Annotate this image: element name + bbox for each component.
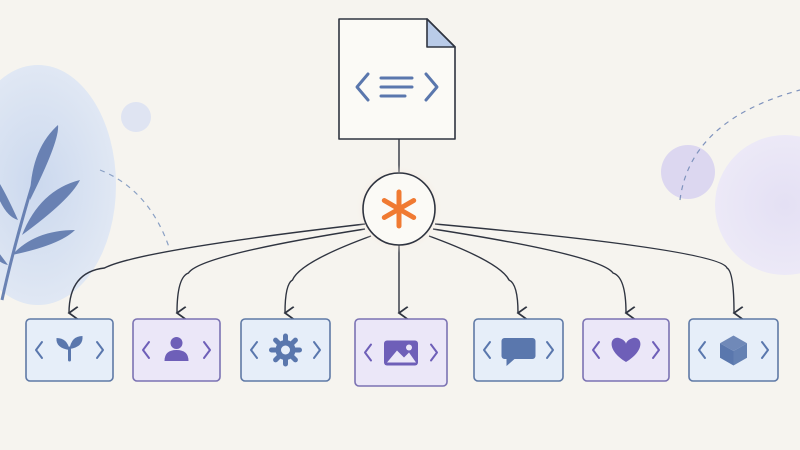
- hub-node[interactable]: [355, 165, 443, 253]
- left-angle-bracket-icon: [35, 341, 43, 359]
- code-document-icon: [355, 72, 439, 102]
- asterisk-icon: [381, 189, 417, 229]
- heart-icon: [611, 337, 641, 362]
- cube-icon: [719, 334, 748, 367]
- edge-to-user: [177, 228, 366, 313]
- left-angle-bracket-icon: [483, 341, 491, 359]
- source-document-node[interactable]: [338, 18, 456, 140]
- sprout-icon: [56, 336, 83, 362]
- left-angle-bracket-icon: [364, 343, 372, 362]
- decorative-left-blob: [0, 65, 171, 305]
- left-angle-bracket-icon: [592, 341, 600, 359]
- left-angle-bracket-icon: [142, 341, 150, 359]
- target-node-image[interactable]: [354, 318, 448, 387]
- right-angle-bracket-icon: [546, 341, 554, 359]
- chat-bubble-icon: [501, 338, 536, 366]
- image-icon: [384, 340, 418, 366]
- target-node-user[interactable]: [132, 318, 221, 382]
- left-angle-bracket-icon: [698, 341, 706, 359]
- target-node-cube[interactable]: [688, 318, 779, 382]
- left-angle-bracket-icon: [250, 341, 258, 359]
- edge-to-sprout: [69, 223, 366, 313]
- target-node-chat-bubble[interactable]: [473, 318, 564, 382]
- edge-to-cube: [434, 223, 734, 313]
- target-node-sprout[interactable]: [25, 318, 114, 382]
- right-angle-bracket-icon: [652, 341, 660, 359]
- right-angle-bracket-icon: [313, 341, 321, 359]
- right-angle-bracket-icon: [96, 341, 104, 359]
- edge-to-heart: [432, 228, 626, 313]
- target-node-heart[interactable]: [582, 318, 670, 382]
- gear-icon: [269, 333, 302, 367]
- right-angle-bracket-icon: [203, 341, 211, 359]
- right-angle-bracket-icon: [430, 343, 438, 362]
- edge-to-chat-bubble: [428, 235, 518, 313]
- user-icon: [164, 337, 189, 361]
- target-node-gear[interactable]: [240, 318, 331, 382]
- right-angle-bracket-icon: [761, 341, 769, 359]
- edge-to-gear: [285, 235, 372, 313]
- edge-group: [69, 223, 734, 313]
- leaf-branch-icon: [0, 125, 80, 301]
- decorative-right-blob: [661, 89, 800, 275]
